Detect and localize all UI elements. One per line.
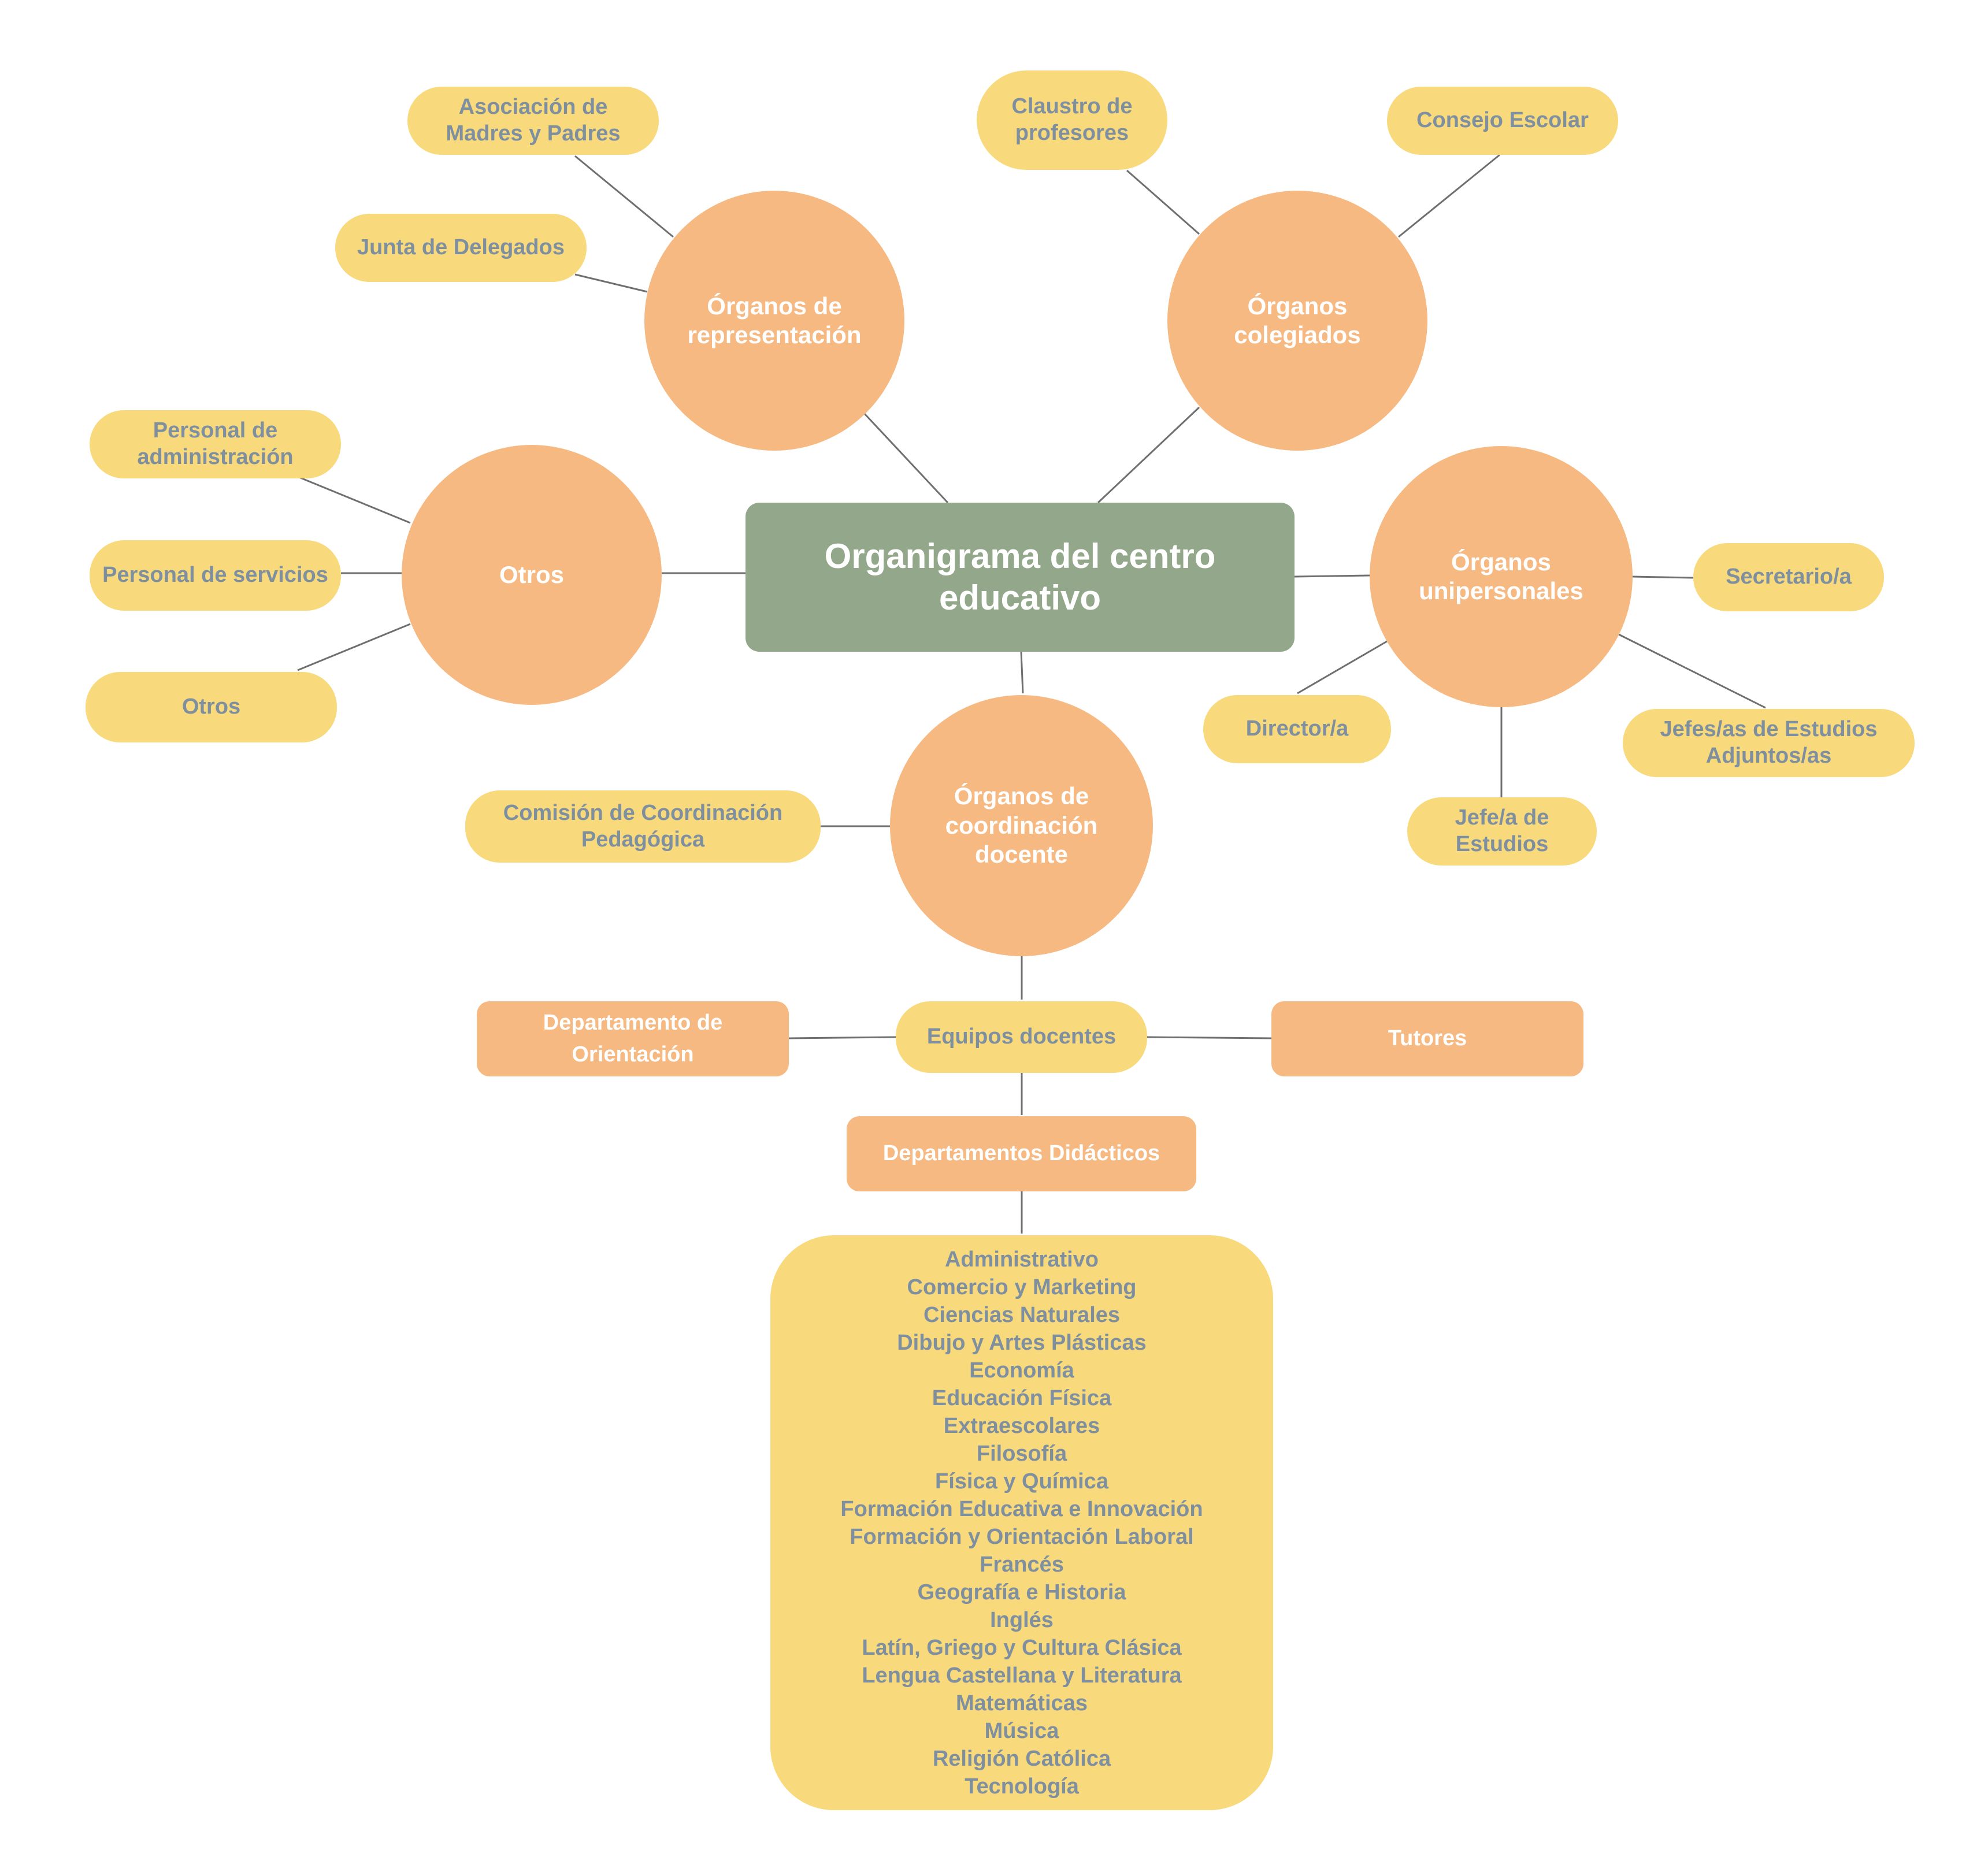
departamento-item: Comercio y Marketing	[907, 1275, 1137, 1299]
departamento-item: Tecnología	[965, 1774, 1079, 1799]
leaf-secretario-label: Secretario/a	[1726, 564, 1852, 589]
leaf-asociacion-madres-padres-label: Asociación de Madres y Padres	[446, 95, 621, 146]
connector-representacion-ampa	[574, 155, 674, 238]
departamento-item: Geografía e Historia	[917, 1580, 1126, 1604]
node-tutores-label: Tutores	[1388, 1026, 1467, 1051]
connector-central-colegiados	[1097, 406, 1200, 504]
connector-unipersonales-director	[1297, 640, 1388, 694]
node-organos-representacion-label: Órganos de representación	[687, 292, 862, 348]
node-equipos-docentes[interactable]: Equipos docentes	[896, 1001, 1147, 1073]
leaf-otros[interactable]: Otros	[86, 672, 337, 742]
departamento-item: Extraescolares	[943, 1413, 1100, 1438]
leaf-junta-delegados-label: Junta de Delegados	[357, 235, 565, 260]
departamento-item: Dibujo y Artes Plásticas	[897, 1330, 1147, 1355]
leaf-junta-delegados[interactable]: Junta de Delegados	[335, 214, 587, 282]
connector-colegiados-consejo	[1398, 154, 1500, 238]
connector-equipos-tutores	[1147, 1036, 1272, 1039]
node-departamentos-didacticos-label: Departamentos Didácticos	[882, 1141, 1160, 1166]
node-organos-coordinacion-docente[interactable]: Órganos de coordinación docente	[890, 695, 1153, 956]
central-node-label: Organigrama del centro educativo	[824, 537, 1216, 617]
connector-otros-otros	[297, 623, 411, 671]
leaf-jefes-estudios-adjuntos[interactable]: Jefes/as de Estudios Adjuntos/as	[1623, 709, 1915, 777]
departamento-item: Filosofía	[976, 1441, 1067, 1466]
node-departamento-orientacion-label: Departamento de Orientación	[543, 1010, 723, 1067]
departamento-item: Francés	[980, 1552, 1064, 1577]
leaf-jefe-estudios[interactable]: Jefe/a de Estudios	[1407, 797, 1597, 866]
node-organos-representacion[interactable]: Órganos de representación	[644, 191, 904, 451]
leaf-claustro-profesores-label: Claustro de profesores	[1011, 94, 1133, 145]
leaf-comision-coordinacion-pedagogica[interactable]: Comisión de Coordinación Pedagógica	[465, 790, 821, 863]
leaf-director-label: Director/a	[1245, 716, 1349, 741]
leaf-secretario[interactable]: Secretario/a	[1693, 543, 1884, 611]
departamento-item: Latín, Griego y Cultura Clásica	[862, 1635, 1182, 1660]
departamento-item: Formación y Orientación Laboral	[850, 1524, 1194, 1549]
departamento-item: Formación Educativa e Innovación	[840, 1496, 1203, 1521]
departamento-item: Música	[984, 1718, 1059, 1743]
leaf-jefes-estudios-adjuntos-label: Jefes/as de Estudios Adjuntos/as	[1660, 717, 1878, 768]
connector-central-representacion	[863, 412, 949, 504]
node-organos-unipersonales[interactable]: Órganos unipersonales	[1370, 446, 1633, 707]
connector-unipersonales-secretario	[1632, 575, 1694, 579]
leaf-personal-servicios[interactable]: Personal de servicios	[90, 540, 341, 611]
leaf-claustro-profesores[interactable]: Claustro de profesores	[977, 70, 1167, 170]
central-node[interactable]: Organigrama del centro educativo	[746, 503, 1295, 652]
connector-equipos-orientacion	[788, 1036, 896, 1039]
departamento-item: Física y Química	[935, 1469, 1108, 1494]
connector-otros-administracion	[297, 476, 411, 524]
leaf-comision-coordinacion-pedagogica-label: Comisión de Coordinación Pedagógica	[503, 800, 783, 852]
leaf-asociacion-madres-padres[interactable]: Asociación de Madres y Padres	[407, 87, 659, 155]
connector-unipersonales-adjuntos	[1615, 632, 1766, 709]
node-departamento-orientacion[interactable]: Departamento de Orientación	[477, 1001, 789, 1076]
connector-central-coordinacion	[1020, 651, 1024, 694]
leaf-jefe-estudios-label: Jefe/a de Estudios	[1455, 805, 1549, 856]
node-organos-unipersonales-label: Órganos unipersonales	[1419, 548, 1583, 604]
node-otros-label: Otros	[499, 560, 564, 588]
node-departamentos-didacticos[interactable]: Departamentos Didácticos	[847, 1116, 1196, 1191]
node-organos-coordinacion-docente-label: Órganos de coordinación docente	[945, 782, 1098, 868]
leaf-otros-label: Otros	[181, 694, 241, 719]
leaf-consejo-escolar-label: Consejo Escolar	[1416, 108, 1589, 133]
node-organos-colegiados-label: Órganos colegiados	[1234, 292, 1361, 348]
departamento-item: Inglés	[990, 1607, 1054, 1632]
node-tutores[interactable]: Tutores	[1271, 1001, 1583, 1076]
departamento-item: Ciencias Naturales	[923, 1302, 1121, 1327]
departamento-item: Administrativo	[944, 1247, 1099, 1272]
connector-central-unipersonales	[1294, 574, 1370, 578]
node-organos-colegiados[interactable]: Órganos colegiados	[1167, 191, 1427, 451]
leaf-personal-administracion-label: Personal de administración	[137, 418, 294, 469]
departamento-item: Economía	[969, 1358, 1074, 1383]
leaf-consejo-escolar[interactable]: Consejo Escolar	[1387, 87, 1618, 155]
departamento-item: Educación Física	[932, 1386, 1112, 1410]
connector-representacion-delegados	[574, 273, 648, 293]
connector-colegiados-claustro	[1126, 169, 1200, 235]
departamento-item: Lengua Castellana y Literatura	[862, 1663, 1182, 1688]
leaf-personal-administracion[interactable]: Personal de administración	[90, 410, 341, 478]
node-otros[interactable]: Otros	[402, 445, 662, 705]
node-equipos-docentes-label: Equipos docentes	[926, 1024, 1117, 1049]
leaf-director[interactable]: Director/a	[1203, 695, 1391, 763]
departamento-item: Matemáticas	[955, 1691, 1088, 1715]
departamento-item: Religión Católica	[932, 1746, 1111, 1771]
leaf-personal-servicios-label: Personal de servicios	[102, 563, 328, 588]
